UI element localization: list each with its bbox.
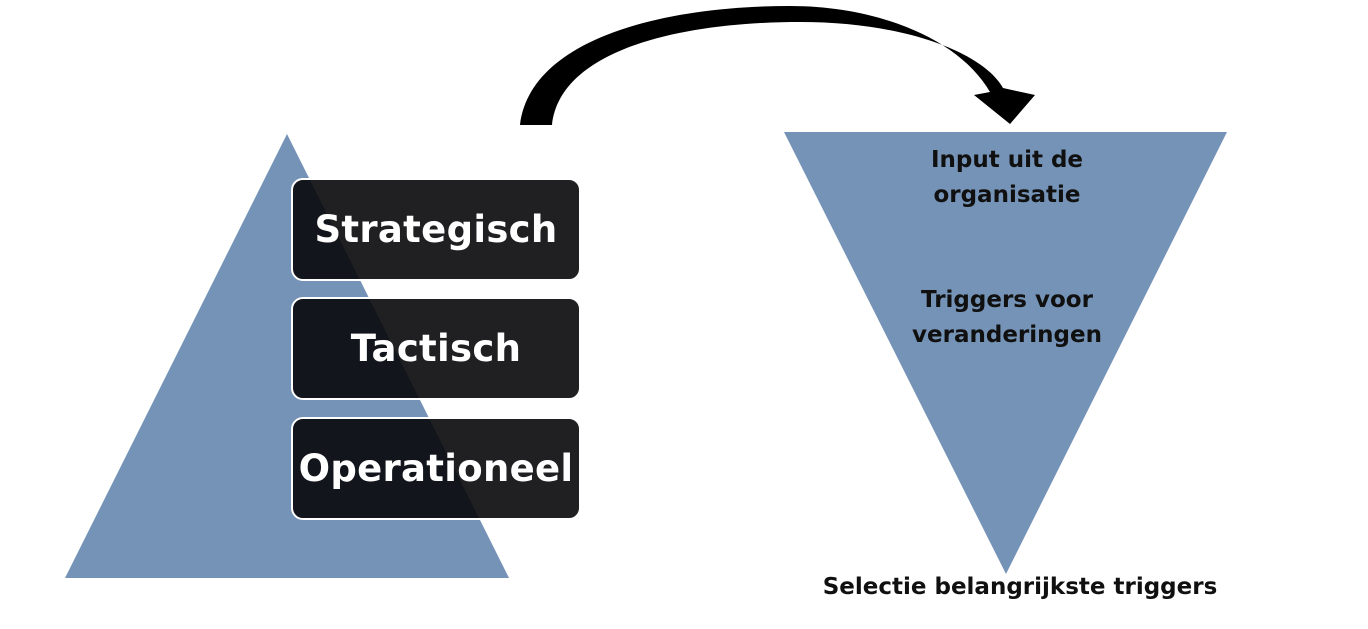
level-label-operationeel: Operationeel bbox=[298, 447, 574, 490]
level-box-operationeel: Operationeel bbox=[291, 417, 581, 520]
funnel-shape bbox=[784, 132, 1227, 574]
funnel-bottom-caption: Selectie belangrijkste triggers bbox=[822, 574, 1218, 600]
funnel-middle-text: Triggers voor veranderingen bbox=[912, 287, 1102, 348]
level-label-strategisch: Strategisch bbox=[314, 208, 558, 251]
level-box-tactisch: Tactisch bbox=[291, 297, 581, 400]
curved-arrow-icon bbox=[520, 6, 1035, 125]
level-label-tactisch: Tactisch bbox=[350, 327, 522, 370]
funnel-top-text: Input uit de organisatie bbox=[930, 147, 1084, 208]
level-box-strategisch: Strategisch bbox=[291, 178, 581, 281]
